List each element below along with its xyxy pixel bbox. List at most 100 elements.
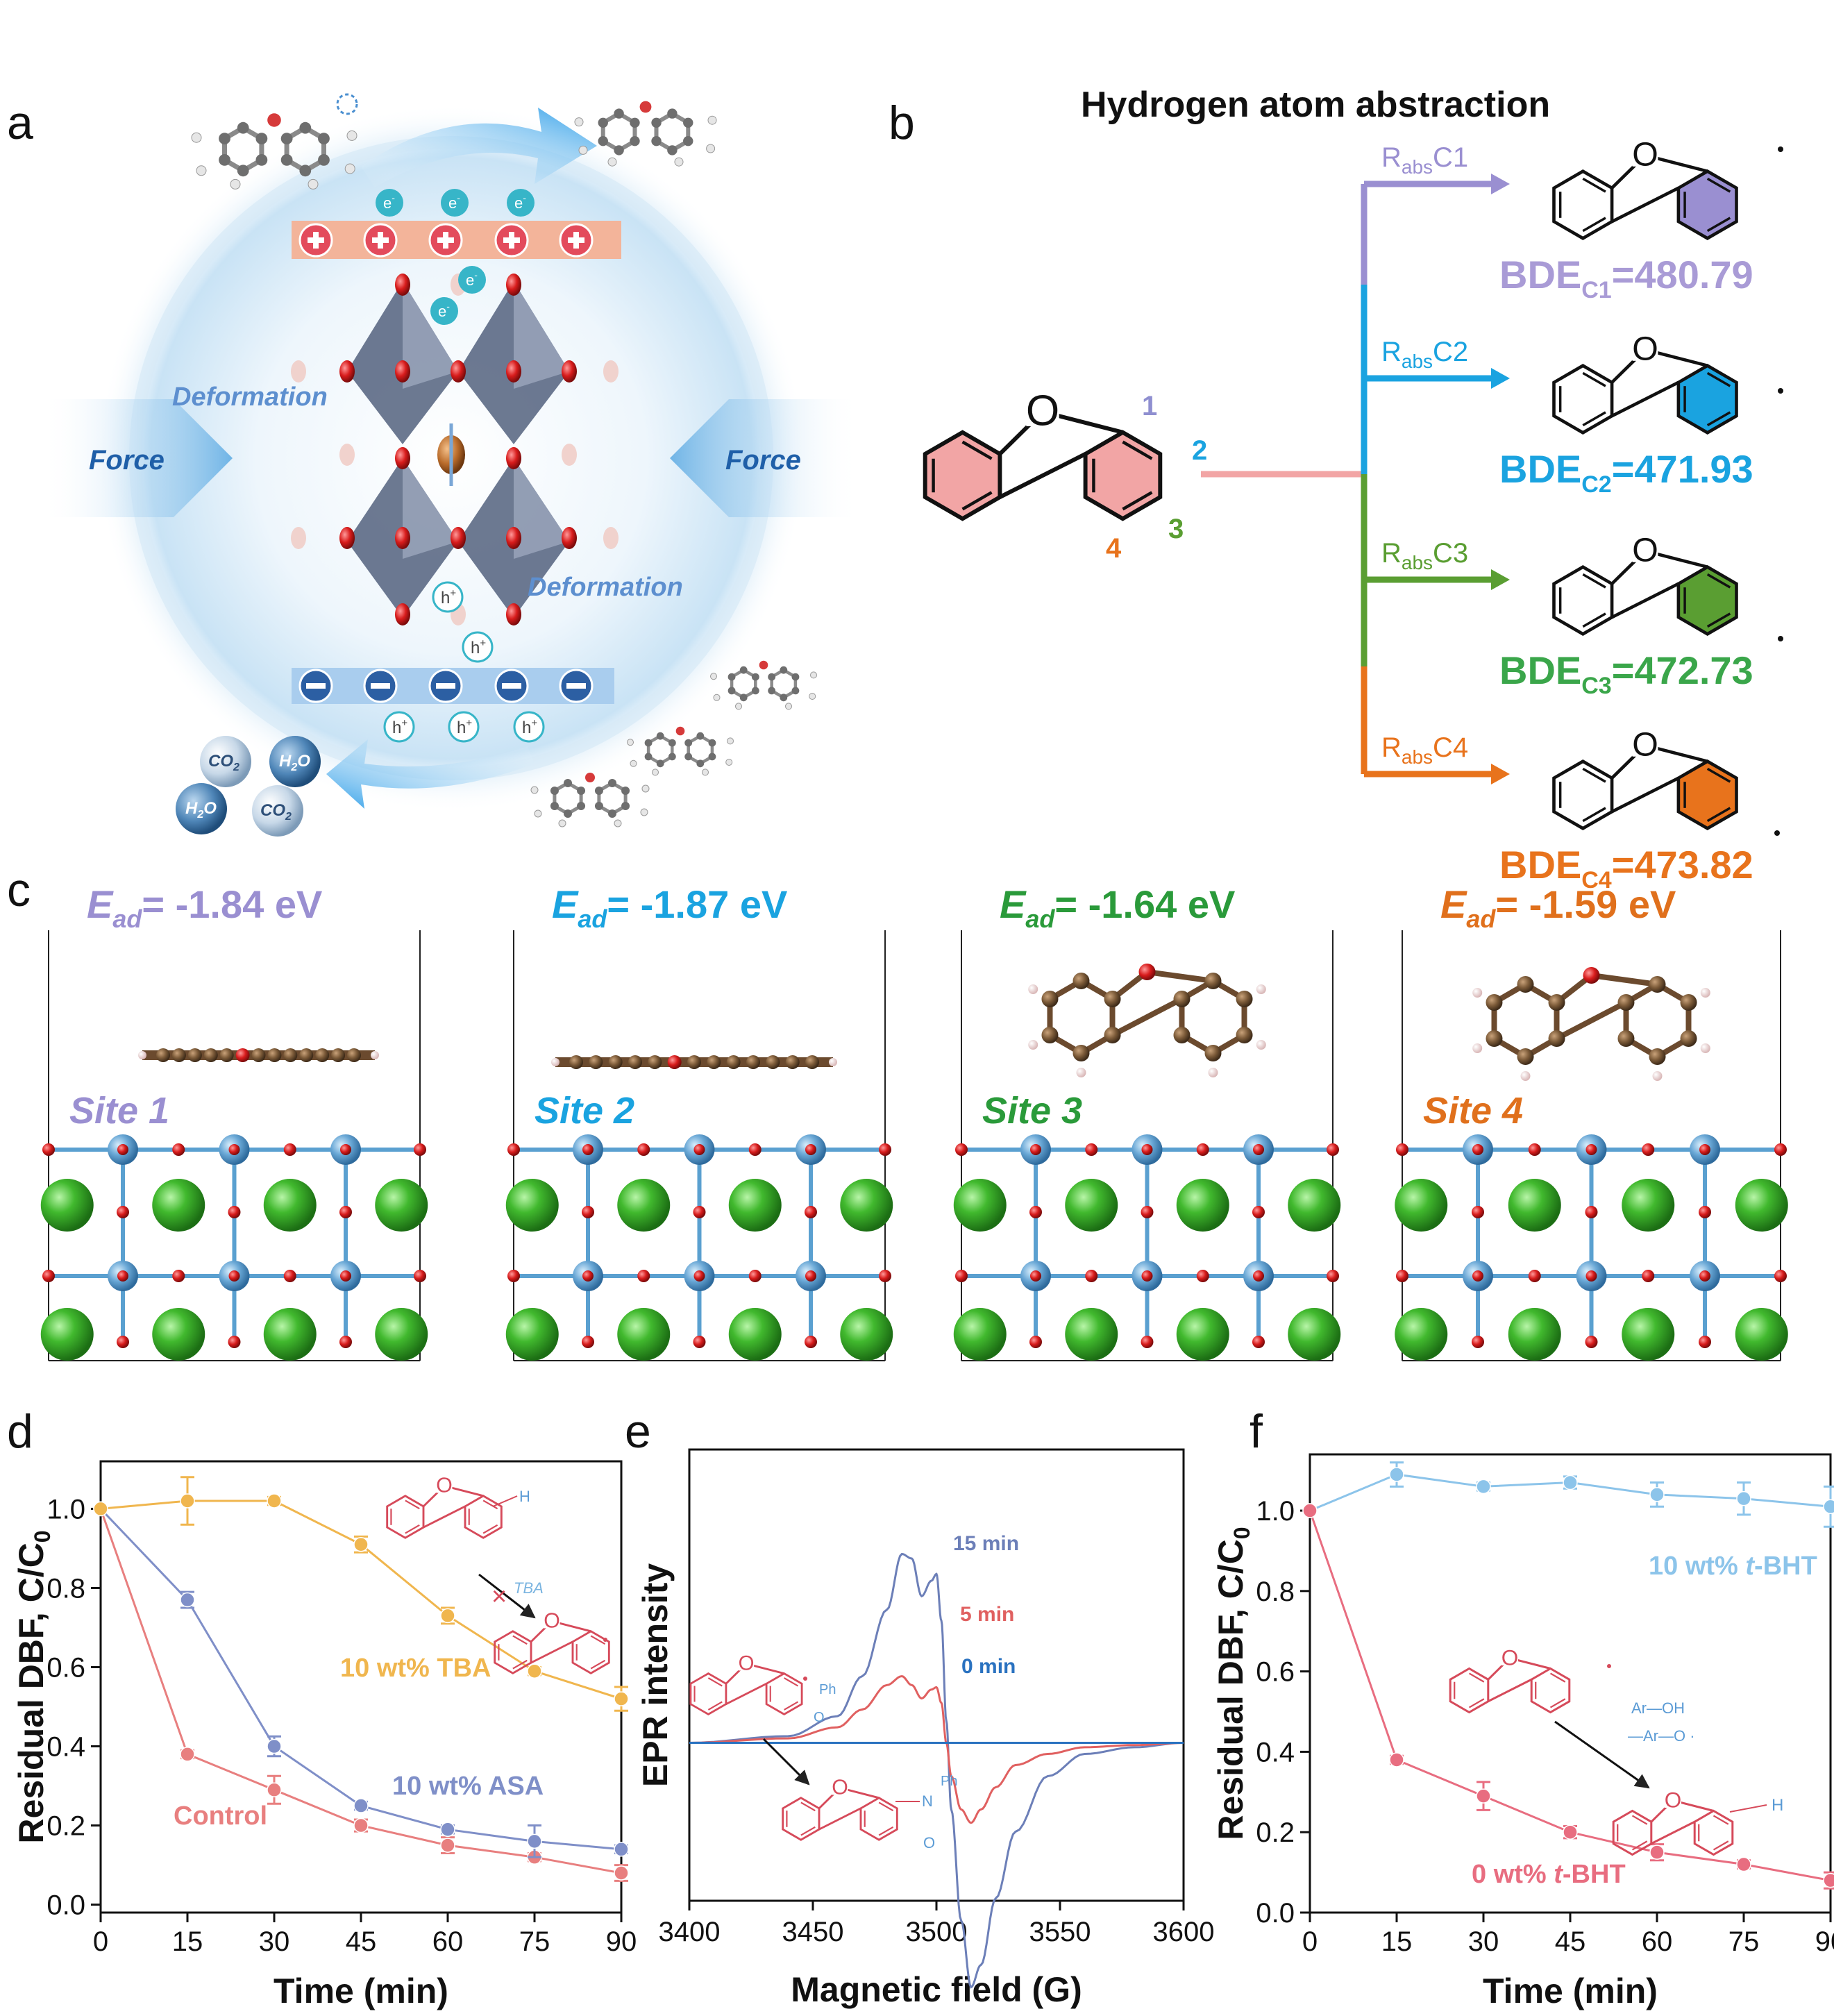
data-point: [267, 1738, 282, 1754]
inset-ch-bond: [1729, 1804, 1767, 1813]
data-point: [1389, 1467, 1404, 1482]
oxygen-atom-bridge: [283, 1270, 296, 1282]
plus-sign-v: [313, 232, 319, 249]
oxygen-atom: [339, 360, 355, 383]
oxygen-atom-bridge: [1085, 1270, 1098, 1282]
epr-series-label: 5 min: [960, 1603, 1014, 1626]
hydrogen-atom: [725, 759, 733, 766]
data-point: [267, 1493, 282, 1509]
cation-atom-green: [728, 1179, 782, 1232]
plot-frame: [688, 1448, 1185, 1902]
benzene-ring-left: [1612, 1809, 1653, 1856]
cation-atom-green: [1622, 1179, 1675, 1232]
carbon-atom: [727, 687, 736, 695]
y-tick-label: 0.4: [1256, 1737, 1295, 1767]
adsorbate-atom: [1204, 1045, 1222, 1061]
inset-ph-label-2: Ph: [941, 1774, 957, 1789]
oxygen-label: O: [1026, 387, 1059, 435]
x-tick-label: 15: [172, 1926, 203, 1957]
oxygen-atom: [639, 101, 652, 113]
adsorption-energy: Ead= -1.87 eV: [552, 882, 787, 933]
cation-atom-green: [728, 1308, 782, 1361]
inset-dbf-radical: O: [494, 1610, 610, 1674]
carbon-atom: [550, 787, 559, 795]
x-tick-label: 30: [259, 1926, 290, 1957]
adsorbate-atom: [315, 1048, 330, 1062]
hydrogen-atom: [710, 673, 717, 680]
adsorbate-atom: [608, 1055, 623, 1069]
hydrogen-atom: [534, 809, 542, 818]
carbon-atom: [651, 117, 662, 128]
oxygen-atom-top: [1030, 1144, 1041, 1155]
ring: [597, 781, 628, 816]
data-point: [1823, 1499, 1834, 1515]
hole-label: h+: [471, 637, 486, 657]
cation-atom-green: [263, 1179, 317, 1232]
oxygen-atom-top: [1585, 1270, 1597, 1282]
adsorbate-oxygen: [1138, 964, 1156, 980]
cation-atom-green: [840, 1179, 893, 1232]
oxygen-label: O: [1632, 532, 1658, 569]
co2-label-1: CO2: [208, 752, 239, 773]
adsorbate-atom: [251, 1048, 266, 1062]
inset-dbf-h: O: [386, 1475, 503, 1539]
oxygen-atom-bridge: [637, 1143, 650, 1156]
inset-ch-bond: [492, 1495, 518, 1507]
hydrogen-atom: [530, 786, 539, 794]
radical-dot: [1778, 388, 1783, 394]
hydrogen-atom: [230, 178, 241, 190]
carbon-atom: [791, 673, 800, 681]
oxygen-atom-top: [117, 1144, 128, 1155]
cation-atom-green: [617, 1179, 671, 1232]
hole-label: h+: [441, 587, 456, 607]
carbon-atom: [644, 753, 653, 761]
oxygen-label: O: [1632, 726, 1658, 764]
aromatic-double-bond: [961, 491, 993, 511]
carbon-atom: [644, 739, 653, 747]
h2o-sphere-1: [269, 736, 321, 787]
adsorbate-ring: [1491, 981, 1560, 1060]
route-label: RabsC2: [1381, 337, 1468, 372]
adsorbate-atom: [726, 1055, 741, 1069]
aromatic-double-bond: [1706, 573, 1731, 589]
biaryl-bond: [1651, 1820, 1695, 1845]
carbon-atom: [791, 687, 800, 695]
oxygen-atom-bridge: [955, 1143, 968, 1156]
oxygen-atom: [603, 360, 619, 383]
oxygen-atom-bridge: [879, 1143, 891, 1156]
oxygen-atom-bridge: [1642, 1143, 1655, 1156]
oxygen-atom-bridge: [748, 1143, 762, 1156]
carbon-atom: [630, 136, 640, 146]
oxygen-atom: [395, 527, 410, 549]
oxygen-atom-top: [805, 1270, 816, 1282]
y-tick-label: 0.2: [47, 1811, 85, 1842]
minus-sign: [566, 683, 586, 689]
furan-bonds: [1487, 1656, 1551, 1681]
data-point: [1649, 1487, 1665, 1502]
series-label: 10 wt% t-BHT: [1649, 1552, 1817, 1581]
oxygen-atom-top: [1253, 1270, 1264, 1282]
oxygen-atom-bridge: [748, 1270, 762, 1282]
minus-sign: [306, 683, 326, 689]
oxygen-atom-apical: [1585, 1336, 1598, 1348]
ring: [730, 668, 757, 700]
oxygen-atom: [562, 360, 577, 383]
adsorbate-h: [551, 1058, 560, 1066]
hydrogen-atom: [735, 703, 742, 710]
data-point: [440, 1822, 455, 1838]
adsorbate-atom: [746, 1055, 760, 1069]
aromatic-double-bond: [1468, 1672, 1485, 1683]
y-tick-label: 0.0: [1256, 1898, 1295, 1929]
carbon-atom: [780, 666, 788, 674]
series-0-wt-t-bht: [1302, 1503, 1834, 1890]
plus-sign-v: [378, 232, 383, 249]
bde-value: BDEC1=480.79: [1499, 253, 1753, 303]
carbon-atom: [614, 108, 624, 119]
carbon-atom: [768, 673, 776, 681]
h2o-label-2: H2O: [185, 799, 217, 821]
data-point: [353, 1536, 369, 1552]
cation-atom-green: [1508, 1308, 1561, 1361]
carbon-atom: [299, 165, 312, 177]
